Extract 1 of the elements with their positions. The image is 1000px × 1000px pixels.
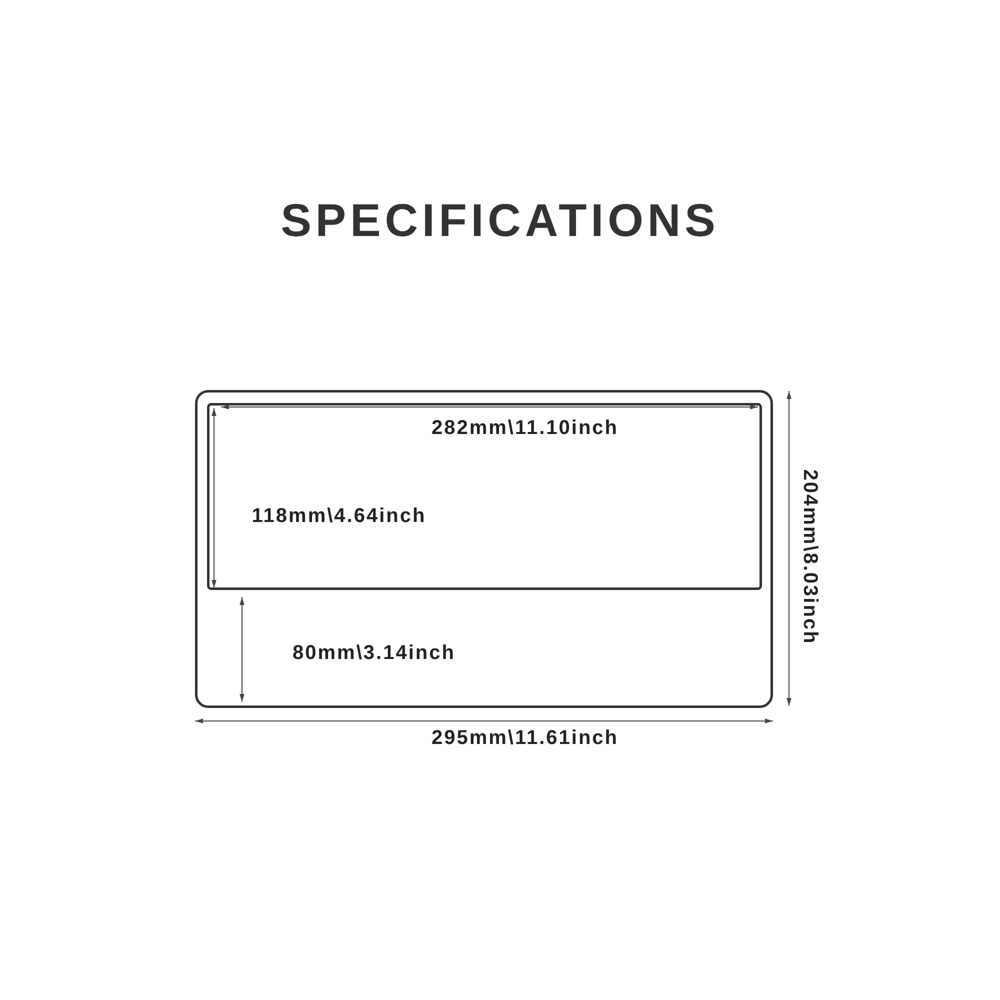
title: SPECIFICATIONS bbox=[280, 193, 720, 248]
